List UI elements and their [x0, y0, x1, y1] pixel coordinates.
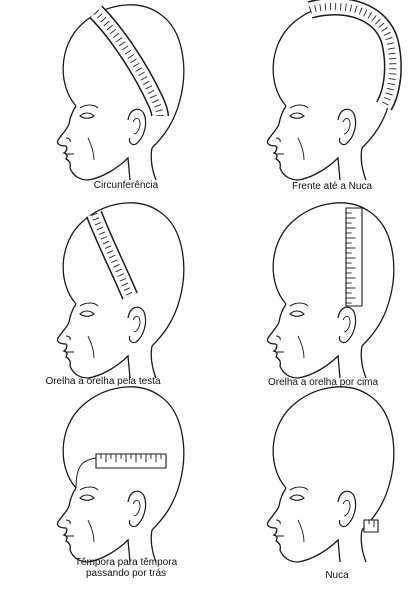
caption-circumference: Circunferência [56, 180, 196, 191]
caption-temple-to-temple: Têmpora para têmpora passando por trás [46, 557, 206, 579]
measuring-tape-circumference [96, 12, 160, 116]
panel-circumference [57, 5, 183, 180]
head-profile-icon [267, 203, 393, 378]
panel-nape [267, 387, 393, 562]
panel-temple-to-temple [57, 387, 183, 562]
caption-nape: Nuca [292, 570, 382, 581]
measuring-tape-ear-to-ear-forehead [94, 214, 130, 296]
measuring-tape-nape [364, 520, 378, 532]
measuring-tape-temple-to-temple [76, 454, 166, 488]
panel-ear-to-ear-top [267, 203, 393, 378]
panel-front-to-nape [267, 5, 393, 180]
caption-ear-to-ear-forehead: Orelha a orelha pela testa [14, 376, 192, 387]
caption-ear-to-ear-top: Orelha a orelha por cima [268, 377, 408, 388]
head-profile-icon [57, 387, 183, 562]
head-profile-icon [267, 387, 393, 562]
caption-front-to-nape: Frente até a Nuca [262, 181, 402, 192]
measuring-tape-front-to-nape [310, 7, 393, 106]
measuring-tape-ear-to-ear-top [346, 208, 362, 306]
panel-ear-to-ear-forehead [57, 203, 183, 378]
